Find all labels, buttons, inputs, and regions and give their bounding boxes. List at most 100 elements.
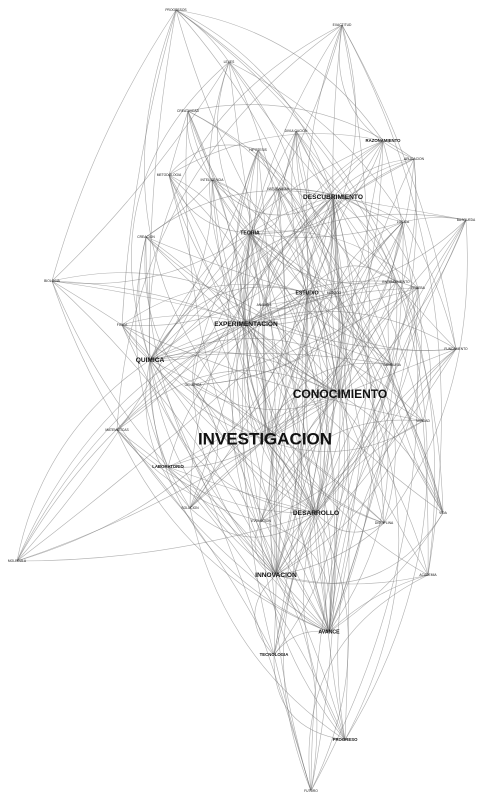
edge-descubrimiento-fundamento	[332, 196, 457, 350]
node-label-fisica: FISICA	[117, 323, 128, 327]
node-label-razonamiento: RAZONAMIENTO	[365, 138, 401, 143]
edge-entendimiento-quimica	[149, 281, 397, 361]
edge-divulgacion-descubrimiento	[295, 130, 334, 198]
edge-exactitud-academia	[341, 24, 442, 576]
edge-metodo-avance	[328, 292, 389, 633]
edge-solucion-desarrollo	[189, 507, 317, 538]
edge-tecnologia-experimentacion	[242, 323, 275, 656]
edge-sabiduria-desarrollo	[315, 364, 393, 514]
edge-descubrimiento-avance	[328, 196, 341, 633]
edge-fundamento-experimentacion	[245, 310, 457, 350]
edge-investigacion-razonamiento	[256, 140, 384, 441]
edge-creatividad-inteligencia	[187, 110, 213, 181]
node-label-busqueda: BUSQUEDA	[457, 218, 476, 222]
edge-progresos-leyes	[175, 9, 230, 63]
node-label-prueba: PRUEBA	[411, 286, 425, 290]
edge-verdad-fisica	[121, 324, 424, 422]
edge-creacion-estudio	[145, 236, 308, 294]
edge-fundamento-creacion	[145, 236, 457, 351]
edge-molecula-metodo	[16, 292, 335, 562]
edge-creatividad-sabiduria	[187, 110, 393, 366]
edge-evolucion-verdad	[260, 419, 424, 522]
edge-solucion-hipotesis	[189, 149, 259, 509]
edge-sabiduria-biologia	[51, 280, 393, 366]
edge-quimica-teoria	[149, 232, 251, 361]
edge-fisica-estudio	[121, 283, 308, 326]
edge-fundamento-tecnologia	[273, 348, 457, 656]
edge-naturaleza-teoria	[249, 188, 282, 234]
edge-sabiduria-investigacion	[264, 362, 393, 441]
edge-fisica-investigacion	[121, 324, 266, 441]
edge-progreso-entendimiento	[344, 281, 428, 741]
edge-genetica-razonamiento	[192, 140, 384, 386]
edge-tecnologia-futuro	[273, 654, 312, 792]
edge-academia-teoria	[247, 232, 429, 576]
edge-genetica-avance	[192, 384, 330, 633]
edge-vida-progresos	[175, 9, 444, 514]
edge-progresos-estudio	[175, 9, 308, 294]
edge-leyes-biologia	[51, 61, 230, 282]
edge-estudio-tecnologia	[273, 292, 308, 656]
edge-disciplina-exactitud	[332, 24, 385, 524]
edge-biologia-progresos	[51, 9, 177, 282]
edge-inteligencia-descubrimiento	[211, 179, 334, 216]
edge-aplicacion-investigacion	[264, 158, 415, 441]
edge-hipotesis-innovacion	[227, 149, 277, 576]
edge-metodologia-experimentacion	[168, 174, 247, 325]
edge-avance-fisica	[121, 324, 330, 633]
edge-logica-divulgacion	[295, 130, 404, 223]
edge-creacion-desarrollo	[145, 236, 317, 514]
edge-logica-teoria	[249, 221, 404, 238]
node-label-divulgacion: DIVULGACION	[285, 129, 308, 133]
node-label-desarrollo: DESARROLLO	[293, 510, 339, 517]
node-label-descubrimiento: DESCUBRIMIENTO	[303, 194, 363, 201]
edge-busqueda-avance	[328, 219, 467, 633]
edge-fundamento-conocimiento	[339, 348, 457, 396]
node-label-aplicacion: APLICACION	[404, 157, 425, 161]
edge-metodo-creatividad	[187, 110, 335, 294]
edge-prueba-molecula	[16, 287, 419, 562]
edge-desarrollo-matematicas	[116, 429, 317, 514]
edge-busqueda-metodo	[333, 217, 467, 294]
edge-creatividad-experimentacion	[187, 110, 247, 325]
edge-sabiduria-divulgacion	[295, 130, 393, 366]
edge-entendimiento-desarrollo	[315, 281, 398, 514]
edge-metodologia-teoria	[168, 174, 251, 234]
edge-progresos-descubrimiento	[175, 9, 334, 198]
edge-entendimiento-divulgacion	[295, 130, 397, 283]
edge-fisica-desarrollo	[121, 324, 317, 514]
edge-genetica-experimentacion	[192, 323, 247, 386]
edge-metodologia-avance	[168, 174, 330, 633]
edge-academia-conocimiento	[339, 394, 429, 576]
node-label-analisis: ANALISIS	[257, 303, 273, 307]
edge-busqueda-quimica	[149, 213, 467, 361]
edge-verdad-entendimiento	[395, 281, 431, 422]
node-label-innovacion: INNOVACION	[255, 572, 297, 579]
edge-analisis-metodo	[263, 292, 335, 306]
edge-prueba-experimentacion	[245, 287, 419, 325]
node-label-conocimiento: CONOCIMIENTO	[293, 387, 387, 401]
edge-razonamiento-metodologia	[168, 133, 384, 176]
edge-verdad-desarrollo	[315, 420, 424, 514]
edge-inteligencia-entendimiento	[211, 179, 397, 285]
edge-analisis-descubrimiento	[263, 196, 334, 306]
edge-evolucion-estudio	[260, 292, 329, 522]
edge-vida-innovacion	[275, 512, 444, 584]
edge-laboratorio-progreso	[167, 466, 346, 741]
node-label-solucion: SOLUCION	[181, 506, 199, 510]
edge-genetica-logica	[192, 221, 404, 386]
edge-prueba-genetica	[192, 287, 419, 386]
edge-molecula-investigacion	[16, 439, 266, 562]
edge-fundamento-innovacion	[275, 348, 457, 576]
edge-matematicas-evolucion	[116, 429, 262, 522]
edge-naturaleza-prueba	[277, 188, 419, 289]
edge-evolucion-avance	[260, 520, 331, 633]
edge-metodologia-innovacion	[168, 174, 299, 576]
edge-vida-avance	[328, 512, 444, 633]
edge-solucion-conocimiento	[189, 394, 341, 509]
edge-metodo-experimentacion	[245, 292, 335, 325]
node-label-fundamento: FUNDAMENTO	[444, 347, 468, 351]
edge-fundamento-avance	[328, 348, 457, 633]
edge-hipotesis-tecnologia	[257, 149, 278, 656]
